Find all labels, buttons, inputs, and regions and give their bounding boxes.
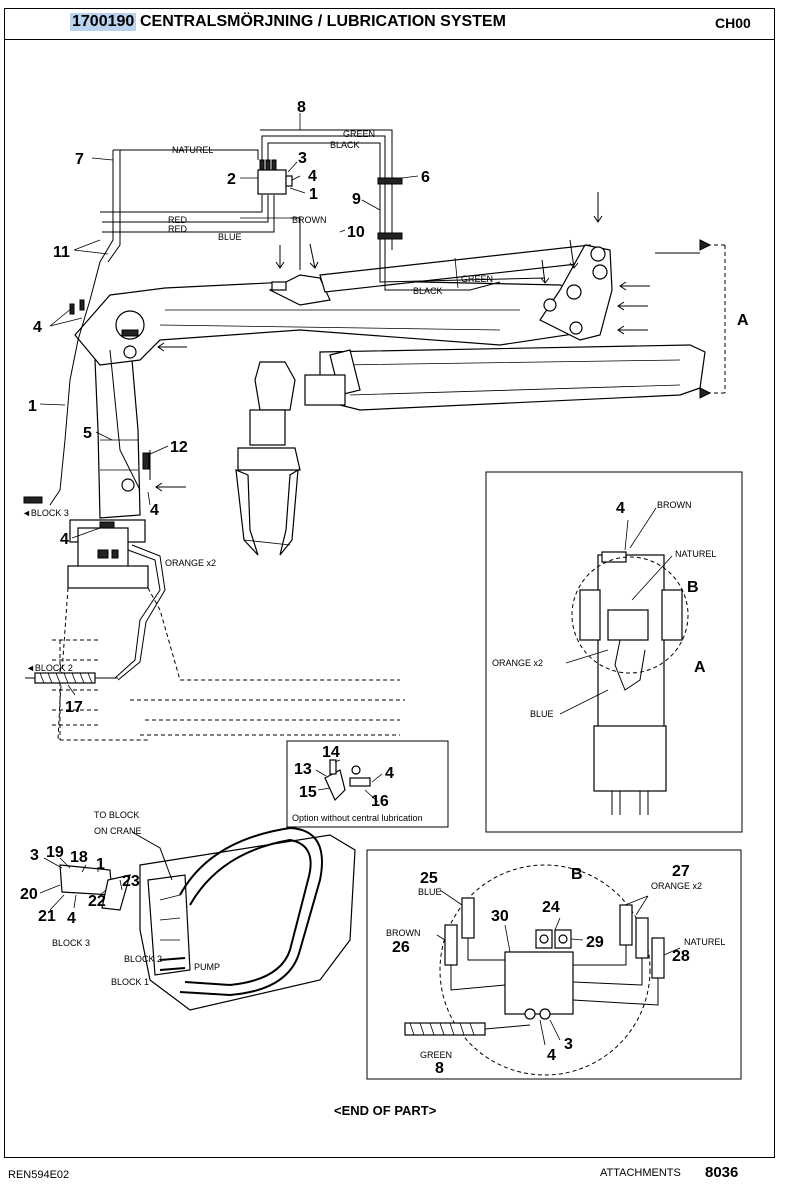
view-a-marker: A bbox=[737, 312, 749, 329]
label-naturel-view-a: NATUREL bbox=[675, 549, 716, 559]
label-blue-view-a: BLUE bbox=[530, 709, 554, 719]
drawing-frame bbox=[4, 8, 775, 1158]
label-block2: BLOCK 2 bbox=[124, 954, 162, 964]
force-arrows bbox=[155, 192, 726, 492]
hose-bundle-block2 bbox=[25, 544, 166, 696]
label-block2-ref: ◄BLOCK 2 bbox=[26, 663, 73, 673]
callout-5: 5 bbox=[83, 425, 92, 442]
callout-20: 20 bbox=[20, 886, 38, 903]
callout-7: 7 bbox=[75, 151, 84, 168]
label-red-1: RED bbox=[168, 215, 188, 225]
detail-b-inset bbox=[366, 849, 742, 1080]
callout-13: 13 bbox=[294, 761, 312, 778]
callout-4-boom: 4 bbox=[33, 319, 42, 336]
label-green-mid: GREEN bbox=[461, 274, 493, 284]
callout-17: 17 bbox=[65, 699, 83, 716]
label-red-2: RED bbox=[168, 224, 188, 234]
label-naturel-b: NATUREL bbox=[684, 937, 725, 947]
label-to-block: TO BLOCK bbox=[94, 810, 139, 820]
callout-4-base: 4 bbox=[60, 531, 69, 548]
label-naturel: NATUREL bbox=[172, 145, 213, 155]
section-code: CH00 bbox=[715, 15, 751, 31]
page-number: 8036 bbox=[705, 1164, 739, 1181]
section-name: ATTACHMENTS bbox=[600, 1167, 681, 1179]
label-brown-b: BROWN bbox=[386, 928, 421, 938]
block3-pump-drawing bbox=[39, 826, 356, 1011]
grapple bbox=[235, 361, 301, 556]
label-blue-b: BLUE bbox=[418, 887, 442, 897]
view-a-inset bbox=[485, 471, 743, 833]
callout-4-b: 4 bbox=[547, 1047, 556, 1064]
label-orange-x2: ORANGE x2 bbox=[165, 558, 216, 568]
label-block3: BLOCK 3 bbox=[52, 938, 90, 948]
crane-column bbox=[94, 359, 141, 519]
callout-12: 12 bbox=[170, 439, 188, 456]
callout-8-b: 8 bbox=[435, 1060, 444, 1077]
callout-3: 3 bbox=[298, 150, 307, 167]
outer-boom bbox=[304, 344, 706, 411]
callout-27: 27 bbox=[672, 863, 690, 880]
callout-22: 22 bbox=[88, 893, 106, 910]
label-block3-ref: ◄BLOCK 3 bbox=[22, 508, 69, 518]
crane-base bbox=[52, 519, 405, 741]
option-caption: Option without central lubrication bbox=[292, 813, 423, 823]
title-bar bbox=[4, 8, 775, 40]
callout-3-block3: 3 bbox=[30, 847, 39, 864]
label-black: BLACK bbox=[330, 140, 360, 150]
option-inset bbox=[286, 740, 449, 828]
page-title: CENTRALSMÖRJNING / LUBRICATION SYSTEM bbox=[140, 13, 506, 30]
clamps bbox=[23, 177, 403, 529]
callout-10: 10 bbox=[347, 224, 365, 241]
callout-leaders-main bbox=[39, 113, 419, 539]
callout-1-left: 1 bbox=[28, 398, 37, 415]
callout-19: 19 bbox=[46, 844, 64, 861]
view-a-label: A bbox=[694, 659, 706, 676]
callout-30: 30 bbox=[491, 908, 509, 925]
callout-6: 6 bbox=[421, 169, 430, 186]
part-number: 1700190 bbox=[70, 13, 137, 31]
callout-18: 18 bbox=[70, 849, 88, 866]
label-orange-b: ORANGE x2 bbox=[651, 881, 702, 891]
link-mechanism bbox=[539, 244, 613, 341]
callout-23: 23 bbox=[122, 873, 140, 890]
view-b-marker: B bbox=[687, 579, 699, 596]
view-b-title: B bbox=[571, 866, 583, 883]
callout-29: 29 bbox=[586, 934, 604, 951]
label-orange-view-a: ORANGE x2 bbox=[492, 658, 543, 668]
label-green: GREEN bbox=[343, 129, 375, 139]
label-on-crane: ON CRANE bbox=[94, 826, 142, 836]
label-green-b: GREEN bbox=[420, 1050, 452, 1060]
callout-14: 14 bbox=[322, 744, 340, 761]
end-of-part: <END OF PART> bbox=[334, 1103, 437, 1118]
callout-21: 21 bbox=[38, 908, 56, 925]
distributor-block-main bbox=[257, 159, 293, 195]
label-brown: BROWN bbox=[292, 215, 327, 225]
callout-16: 16 bbox=[371, 793, 389, 810]
callout-28: 28 bbox=[672, 948, 690, 965]
callout-4: 4 bbox=[308, 168, 317, 185]
callout-26: 26 bbox=[392, 939, 410, 956]
label-block1: BLOCK 1 bbox=[111, 977, 149, 987]
label-pump: PUMP bbox=[194, 962, 220, 972]
callout-4-column: 4 bbox=[150, 502, 159, 519]
hose-lines-main bbox=[49, 129, 546, 506]
callout-4-view-a: 4 bbox=[616, 500, 625, 517]
label-black-mid: BLACK bbox=[413, 286, 443, 296]
callout-3-b: 3 bbox=[564, 1036, 573, 1053]
callout-2: 2 bbox=[227, 171, 236, 188]
callout-25: 25 bbox=[420, 870, 438, 887]
label-blue: BLUE bbox=[218, 232, 242, 242]
doc-code: REN594E02 bbox=[8, 1169, 70, 1181]
callout-24: 24 bbox=[542, 899, 560, 916]
callout-4-option: 4 bbox=[385, 765, 394, 782]
callout-4-block3: 4 bbox=[67, 910, 76, 927]
callout-9: 9 bbox=[352, 191, 361, 208]
callout-1-block3: 1 bbox=[96, 856, 105, 873]
callout-15: 15 bbox=[299, 784, 317, 801]
callout-8: 8 bbox=[297, 99, 306, 116]
label-brown-view-a: BROWN bbox=[657, 500, 692, 510]
callout-1: 1 bbox=[309, 186, 318, 203]
callout-11: 11 bbox=[53, 244, 70, 261]
